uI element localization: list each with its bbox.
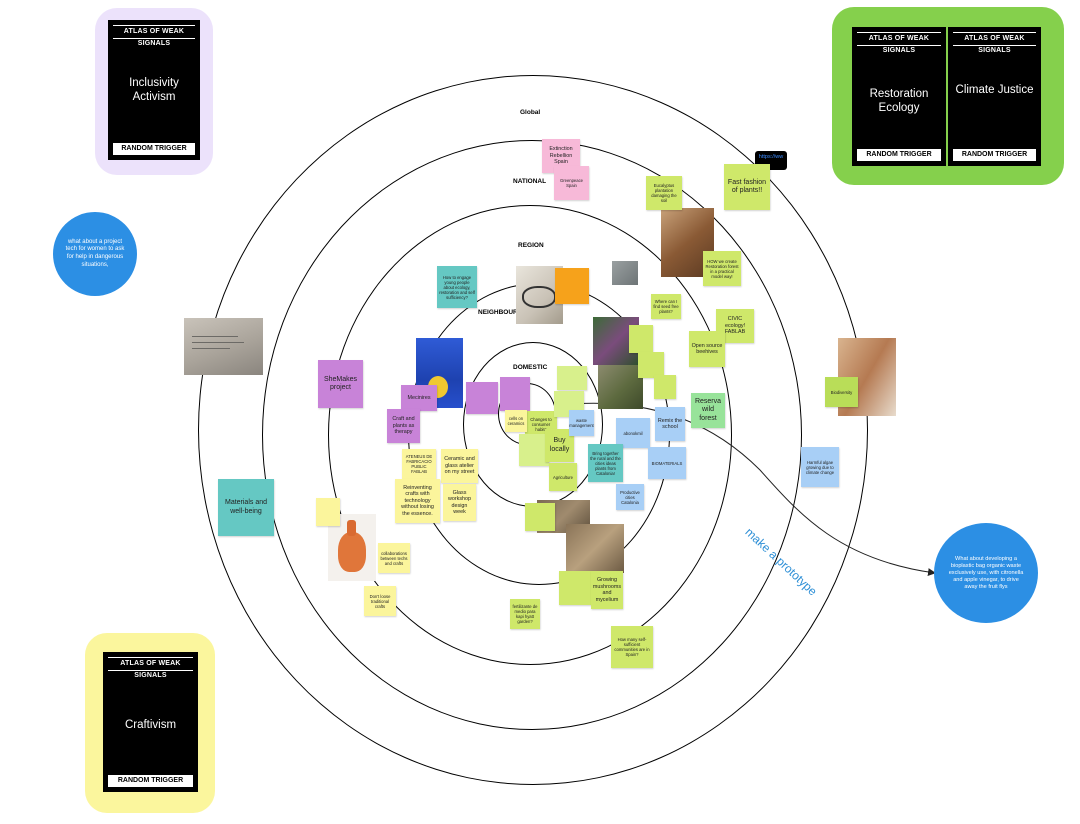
note-remix-school[interactable]: Remix the school [655, 407, 685, 441]
label-region: REGION [518, 242, 544, 249]
card-title: Climate Justice [955, 84, 1034, 96]
note-craft-plants[interactable]: Craft and plants as therapy [387, 409, 420, 443]
note-domestic-a[interactable] [519, 434, 549, 466]
card-title: Inclusivity Activism [129, 77, 179, 103]
label-national: NATIONAL [513, 178, 547, 185]
note-greenpeace[interactable]: Greenpeace Spain [554, 166, 589, 200]
card-header: ATLAS OF WEAK SIGNALS [953, 32, 1036, 54]
note-biodiversity[interactable]: Biodiversity [825, 377, 858, 407]
note-dont-loose[interactable]: Don't loose traditional crafts [364, 586, 396, 616]
note-materials[interactable]: Materials and well-being [218, 479, 274, 536]
note-mecinires[interactable]: Mecinires [401, 385, 437, 411]
note-small-yellow[interactable] [316, 498, 340, 526]
note-how-create[interactable]: HOW we create Restoration forest in a pr… [703, 251, 741, 286]
note-harmful-algae[interactable]: Harmful algae growing due to climate cha… [801, 447, 839, 487]
ring-global [198, 75, 868, 785]
note-where-seeds[interactable]: Where can I find seed free plants? [651, 294, 681, 319]
note-shemakes[interactable]: SheMakes project [318, 360, 363, 408]
ring-national [262, 140, 802, 730]
note-eucalyptus[interactable]: Eucalyptus plantation damaging the soil [646, 176, 682, 210]
card-title: Restoration Ecology [869, 88, 929, 114]
note-mid-green[interactable] [525, 503, 555, 531]
left-idea-bubble[interactable]: what about a project tech for women to a… [53, 212, 137, 296]
label-neighbourhood: NEIGHBOUR [478, 309, 518, 316]
craftivism-card[interactable]: ATLAS OF WEAK SIGNALS Craftivism RANDOM … [103, 652, 198, 792]
label-domestic: DOMESTIC [513, 364, 548, 371]
note-cells-ceramics[interactable]: cells on ceramics [505, 410, 527, 432]
link-text: https://ww [758, 154, 784, 160]
note-open-source[interactable]: Open source beehives [689, 331, 725, 367]
note-nb-green-a[interactable] [629, 325, 653, 353]
handwritten-note-photo[interactable] [184, 318, 263, 375]
right-idea-bubble[interactable]: What about developing a bioplastic bag o… [934, 523, 1038, 623]
note-how-many[interactable]: How many self-sufficient communities are… [611, 626, 653, 668]
note-agriculture[interactable]: Agriculture [549, 463, 577, 491]
note-ateneus[interactable]: ATENEUS DE FABRICACIO PUBLIC FABLAB [402, 449, 436, 479]
balcony-photo[interactable] [598, 365, 643, 409]
note-reserva[interactable]: Reserva wild forest [691, 393, 725, 428]
note-engage-young[interactable]: How to engage young people about ecology… [437, 266, 477, 308]
note-domestic-b[interactable] [557, 366, 587, 390]
card-header: ATLAS OF WEAK SIGNALS [857, 32, 941, 54]
right-idea-text: What about developing a bioplastic bag o… [948, 555, 1024, 590]
note-abono[interactable]: abonokmil [616, 418, 650, 448]
restoration-ecology-card[interactable]: ATLAS OF WEAK SIGNALS Restoration Ecolog… [852, 27, 946, 166]
card-footer: RANDOM TRIGGER [857, 149, 941, 161]
note-growing-mushrooms[interactable]: Growing mushrooms and mycelium [591, 571, 623, 609]
note-bring-together[interactable]: Bring together the rural and the cities … [588, 444, 623, 482]
note-fertilizer[interactable]: fertilizante de medio para kapi hyatt ga… [510, 599, 540, 629]
inclusivity-activism-card[interactable]: ATLAS OF WEAK SIGNALS Inclusivity Activi… [108, 20, 200, 160]
card-footer: RANDOM TRIGGER [113, 143, 195, 155]
card-header: ATLAS OF WEAK SIGNALS [108, 657, 193, 679]
label-global: Global [520, 109, 541, 116]
note-productive-cities[interactable]: Productive cities Catalonia [616, 484, 644, 510]
note-purple-a[interactable] [466, 382, 498, 414]
note-ceramic-glass[interactable]: Ceramic and glass atelier on my street [441, 449, 478, 483]
note-lime-lower[interactable] [559, 571, 593, 605]
mushroom-photo[interactable] [566, 524, 624, 573]
note-reinventing[interactable]: Reinventing crafts with technology witho… [395, 479, 440, 523]
card-footer: RANDOM TRIGGER [108, 775, 193, 787]
note-glass-workshop[interactable]: Glass workshop design week [443, 484, 476, 521]
left-idea-text: what about a project tech for women to a… [65, 238, 125, 268]
card-header: ATLAS OF WEAK SIGNALS [113, 25, 195, 47]
note-waste-management[interactable]: waste management [569, 410, 594, 436]
ring-region [328, 205, 732, 665]
note-biomaterials[interactable]: BIOMATERIALS [648, 447, 686, 479]
note-nb-green-b[interactable] [638, 352, 664, 378]
note-nb-green-c[interactable] [654, 375, 676, 399]
note-fast-fashion[interactable]: Fast fashion of plants!! [724, 164, 770, 210]
card-title: Craftivism [124, 719, 177, 731]
climate-justice-card[interactable]: ATLAS OF WEAK SIGNALS Climate Justice RA… [948, 27, 1041, 166]
note-collab[interactable]: collaborations between techs and crafts [378, 543, 410, 573]
card-footer: RANDOM TRIGGER [953, 149, 1036, 161]
small-photo[interactable] [612, 261, 638, 285]
note-purple-b[interactable] [500, 377, 530, 411]
orange-info-note[interactable] [555, 268, 589, 304]
